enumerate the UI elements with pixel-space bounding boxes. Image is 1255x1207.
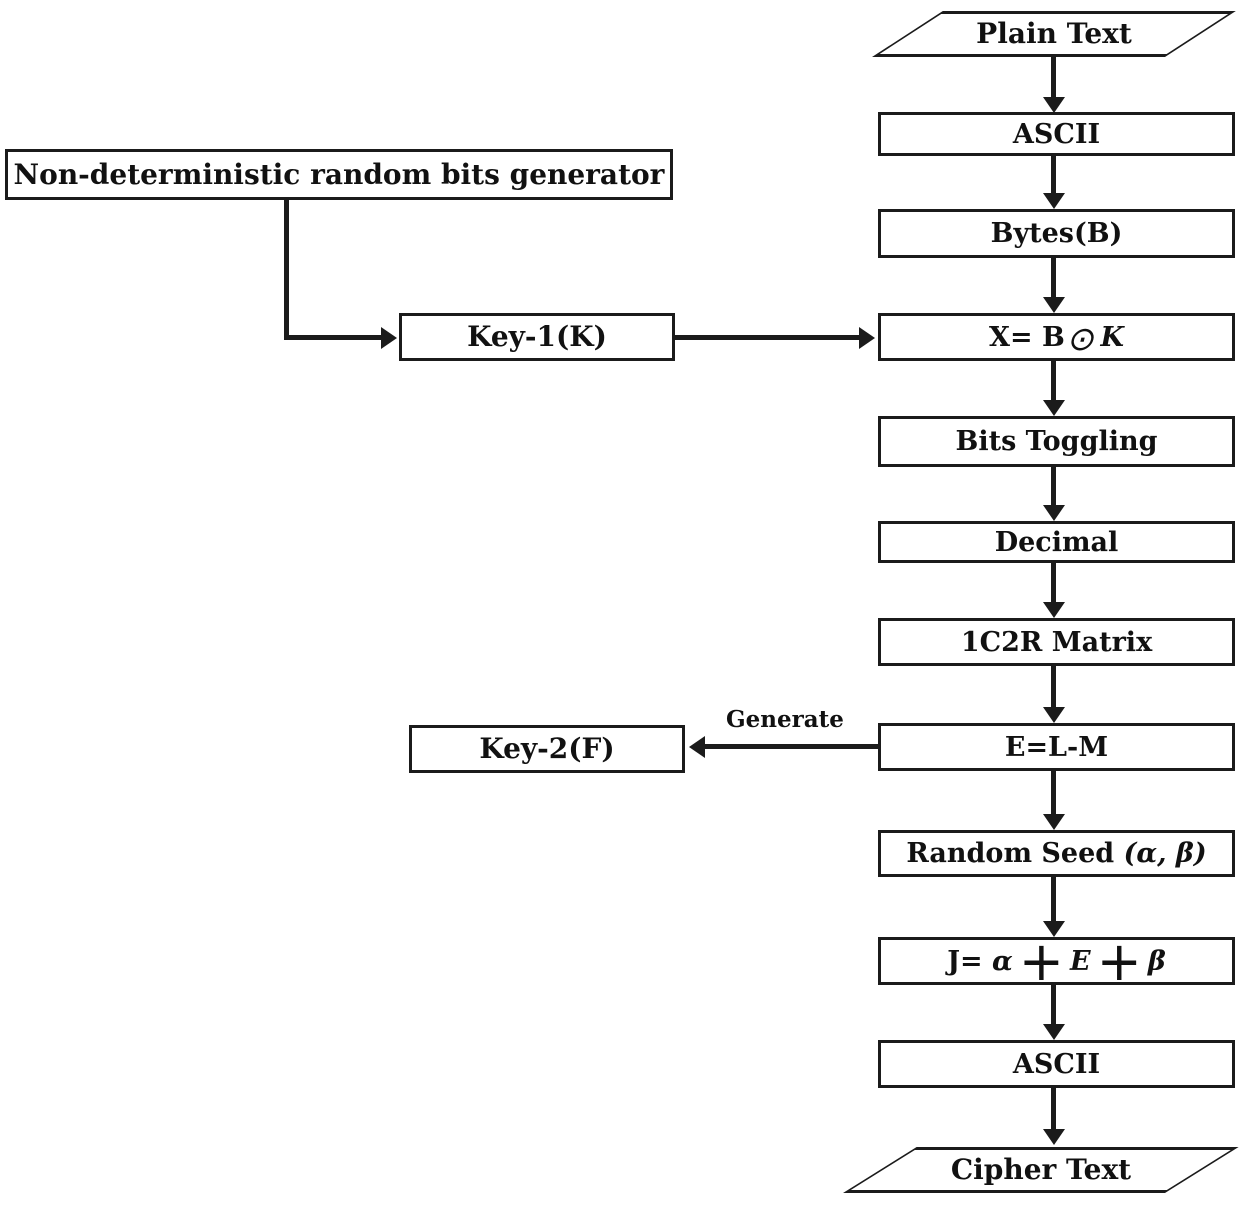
arrow-ascii-to-bytes xyxy=(1051,156,1056,193)
node-x-formula: X= B ⊙ K xyxy=(878,313,1235,361)
arrow-plaintext-to-ascii xyxy=(1051,57,1056,97)
node-ascii-top: ASCII xyxy=(878,112,1235,156)
node-ascii-bottom: ASCII xyxy=(878,1040,1235,1088)
node-random-bits-generator-label: Non-deterministic random bits generator xyxy=(13,157,665,191)
j-formula-beta: β xyxy=(1147,945,1166,977)
node-ascii-top-label: ASCII xyxy=(1012,118,1101,150)
arrow-bits-toggling-to-decimal xyxy=(1051,467,1056,505)
arrow-ascii-to-ciphertext xyxy=(1051,1088,1056,1129)
node-cipher-text: Cipher Text xyxy=(843,1147,1239,1193)
node-bits-toggling-label: Bits Toggling xyxy=(955,426,1158,457)
node-e-formula: E=L-M xyxy=(878,723,1235,771)
j-formula-alpha: α xyxy=(992,945,1013,977)
node-e-formula-label: E=L-M xyxy=(1004,731,1109,763)
node-1c2r-matrix-label: 1C2R Matrix xyxy=(960,626,1153,658)
arrow-e-to-random-seed xyxy=(1051,771,1056,814)
arrow-decimal-to-matrix xyxy=(1051,563,1056,602)
arrow-generator-to-key1 xyxy=(284,335,381,340)
arrow-x-to-bits-toggling xyxy=(1051,361,1056,400)
node-plain-text-label: Plain Text xyxy=(976,17,1132,50)
node-key-2: Key-2(F) xyxy=(409,725,685,773)
node-ascii-bottom-label: ASCII xyxy=(1012,1048,1101,1080)
arrow-bytes-to-x-formula xyxy=(1051,258,1056,297)
j-formula-e-term: E xyxy=(1070,945,1091,977)
node-bits-toggling: Bits Toggling xyxy=(878,416,1235,467)
node-j-formula: J= α + E + β xyxy=(878,935,1235,989)
node-key-1-label: Key-1(K) xyxy=(467,320,607,353)
node-plain-text: Plain Text xyxy=(872,11,1236,57)
circled-dot-operator-icon: ⊙ xyxy=(1063,318,1102,358)
node-bytes-label: Bytes(B) xyxy=(990,218,1123,249)
x-formula-prefix: X= B xyxy=(989,321,1065,353)
node-random-seed: Random Seed (α, β) xyxy=(878,830,1235,877)
random-seed-prefix: Random Seed xyxy=(906,838,1124,869)
arrow-random-seed-to-j xyxy=(1051,877,1056,921)
node-decimal-label: Decimal xyxy=(994,526,1119,558)
arrow-matrix-to-e-formula xyxy=(1051,666,1056,707)
node-key-1: Key-1(K) xyxy=(399,313,675,361)
node-bytes: Bytes(B) xyxy=(878,209,1235,258)
arrow-key1-to-x-formula xyxy=(675,335,859,340)
node-1c2r-matrix: 1C2R Matrix xyxy=(878,618,1235,666)
x-formula-operand: K xyxy=(1100,321,1124,353)
connector-generator-down-segment xyxy=(284,200,289,340)
j-formula-prefix: J= xyxy=(947,945,992,977)
edge-label-generate: Generate xyxy=(726,706,844,733)
node-key-2-label: Key-2(F) xyxy=(479,732,615,765)
random-seed-params: (α, β) xyxy=(1123,838,1207,869)
node-cipher-text-label: Cipher Text xyxy=(950,1153,1132,1186)
arrow-j-to-ascii xyxy=(1051,985,1056,1024)
node-random-bits-generator: Non-deterministic random bits generator xyxy=(5,149,673,200)
arrow-e-formula-to-key2 xyxy=(705,744,878,749)
node-decimal: Decimal xyxy=(878,521,1235,563)
